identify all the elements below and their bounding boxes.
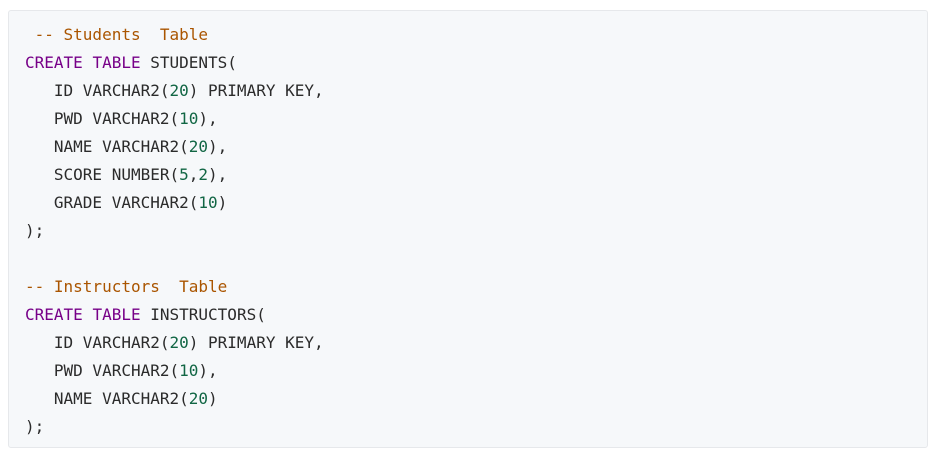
code-text: ID VARCHAR2(: [25, 81, 170, 100]
code-text: ,: [188, 165, 199, 184]
code-text: [83, 305, 93, 324]
code-text: NAME VARCHAR2(: [25, 137, 189, 156]
code-line: PWD VARCHAR2(10),: [25, 357, 927, 385]
code-keyword: TABLE: [92, 305, 141, 324]
code-text: ),: [208, 165, 228, 184]
code-line: ID VARCHAR2(20) PRIMARY KEY,: [25, 329, 927, 357]
code-line: CREATE TABLE INSTRUCTORS(: [25, 301, 927, 329]
code-text: );: [25, 417, 45, 436]
code-keyword: CREATE: [25, 305, 83, 324]
code-line: );: [25, 217, 927, 245]
code-number: 20: [169, 333, 189, 352]
code-text: ),: [198, 361, 218, 380]
code-text: [83, 53, 93, 72]
code-text: ID VARCHAR2(: [25, 333, 170, 352]
code-number: 10: [179, 109, 199, 128]
code-number: 5: [179, 165, 189, 184]
code-line: [25, 245, 927, 273]
code-text: GRADE VARCHAR2(: [25, 193, 199, 212]
code-keyword: CREATE: [25, 53, 83, 72]
code-line: GRADE VARCHAR2(10): [25, 189, 927, 217]
code-line: SCORE NUMBER(5,2),: [25, 161, 927, 189]
code-line: NAME VARCHAR2(20): [25, 385, 927, 413]
code-number: 20: [169, 81, 189, 100]
code-text: PWD VARCHAR2(: [25, 109, 180, 128]
code-text: STUDENTS(: [140, 53, 237, 72]
code-line: );: [25, 413, 927, 441]
code-comment: -- Instructors Table: [25, 277, 228, 296]
code-number: 10: [179, 361, 199, 380]
code-text: NAME VARCHAR2(: [25, 389, 189, 408]
code-text: PWD VARCHAR2(: [25, 361, 180, 380]
code-number: 2: [198, 165, 209, 184]
code-text: ),: [198, 109, 218, 128]
code-keyword: TABLE: [92, 53, 141, 72]
code-line: -- Students Table: [25, 21, 927, 49]
code-text: ) PRIMARY KEY,: [188, 81, 324, 100]
code-text: ): [217, 193, 228, 212]
code-line: CREATE TABLE STUDENTS(: [25, 49, 927, 77]
code-line: ID VARCHAR2(20) PRIMARY KEY,: [25, 77, 927, 105]
code-text: INSTRUCTORS(: [140, 305, 266, 324]
code-number: 10: [198, 193, 218, 212]
code-line: -- Instructors Table: [25, 273, 927, 301]
code-number: 20: [188, 137, 209, 156]
code-line: PWD VARCHAR2(10),: [25, 105, 927, 133]
code-text: ) PRIMARY KEY,: [188, 333, 324, 352]
code-number: 20: [188, 389, 209, 408]
code-text: );: [25, 221, 45, 240]
code-text: ),: [208, 137, 228, 156]
code-line: NAME VARCHAR2(20),: [25, 133, 927, 161]
code-text: ): [208, 389, 218, 408]
code-comment: -- Students Table: [25, 25, 209, 44]
code-text: SCORE NUMBER(: [25, 165, 180, 184]
